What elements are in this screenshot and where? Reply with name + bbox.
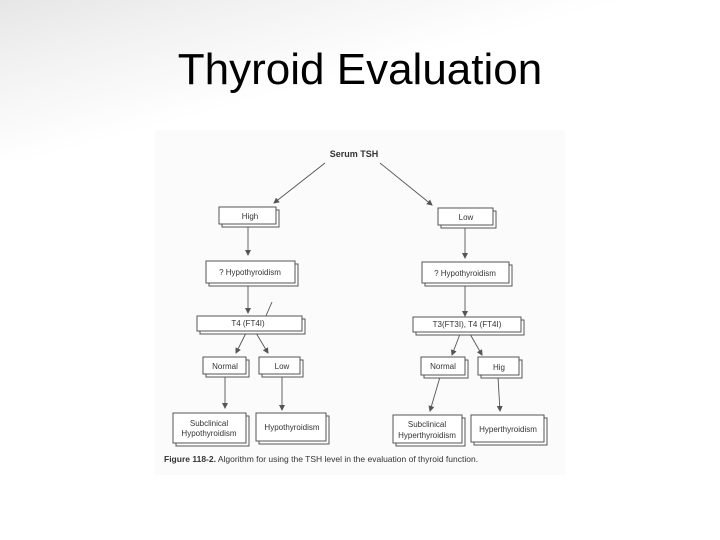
edge-t3t4-high	[469, 333, 483, 356]
node-subclinical-hyperthyroidism-line1: Subclinical	[408, 420, 446, 429]
node-hyperthyroidism-label: Hyperthyroidism	[479, 425, 537, 434]
node-hypothyroidism: Hypothyroidism	[255, 412, 330, 445]
edge-t4-low	[255, 332, 269, 354]
figure-caption-label: Figure 118-2.	[164, 454, 216, 464]
node-right-hypothyroidism-label: ? Hypothyroidism	[434, 269, 496, 278]
edge-t4-normal	[235, 332, 247, 354]
flowchart-edges	[222, 162, 503, 412]
node-t3-t4-label: T3(FT3I), T4 (FT4I)	[433, 320, 502, 329]
node-subclinical-hypothyroidism-line1: Subclinical	[190, 419, 228, 428]
node-subclinical-hypothyroidism: Subclinical Hypothyroidism	[172, 412, 250, 447]
node-left-low: Low	[258, 356, 304, 378]
node-low-label: Low	[459, 213, 474, 222]
slide-title: Thyroid Evaluation	[177, 45, 543, 94]
node-high-label: High	[242, 212, 258, 221]
node-subclinical-hypothyroidism-line2: Hypothyroidism	[181, 429, 236, 438]
node-subclinical-hyperthyroidism-line2: Hyperthyroidism	[398, 431, 456, 440]
node-right-normal-label: Normal	[430, 362, 456, 371]
node-hyperthyroidism: Hyperthyroidism	[470, 414, 548, 446]
edge-root-high	[273, 162, 326, 204]
node-high: High	[218, 206, 280, 228]
node-left-normal: Normal	[202, 356, 250, 378]
figure-caption-text: Algorithm for using the TSH level in the…	[218, 454, 478, 464]
node-t3-t4: T3(FT3I), T4 (FT4I)	[412, 316, 525, 336]
node-subclinical-hyperthyroidism: Subclinical Hyperthyroidism	[392, 414, 466, 447]
node-right-high: Hig	[477, 356, 523, 379]
node-left-low-label: Low	[275, 362, 290, 371]
edge-rhigh-hyper	[496, 376, 503, 412]
node-t4: T4 (FT4I)	[196, 315, 306, 335]
node-left-hypothyroidism-label: ? Hypothyroidism	[219, 268, 281, 277]
node-left-hypothyroidism: ? Hypothyroidism	[205, 260, 299, 287]
node-low: Low	[437, 207, 497, 229]
edge-root-low	[379, 162, 433, 206]
node-hypothyroidism-label: Hypothyroidism	[264, 423, 319, 432]
figure-caption: Figure 118-2. Algorithm for using the TS…	[164, 454, 478, 464]
node-t4-label: T4 (FT4I)	[231, 319, 265, 328]
node-right-hypothyroidism: ? Hypothyroidism	[421, 261, 513, 287]
node-left-normal-label: Normal	[212, 362, 238, 371]
edge-rnormal-subclinical	[428, 376, 441, 412]
root-node-label: Serum TSH	[330, 149, 379, 159]
node-right-normal: Normal	[420, 356, 469, 379]
edge-t4-mark	[264, 301, 273, 319]
edge-t3t4-normal	[450, 333, 461, 356]
node-right-high-label: Hig	[493, 363, 505, 372]
